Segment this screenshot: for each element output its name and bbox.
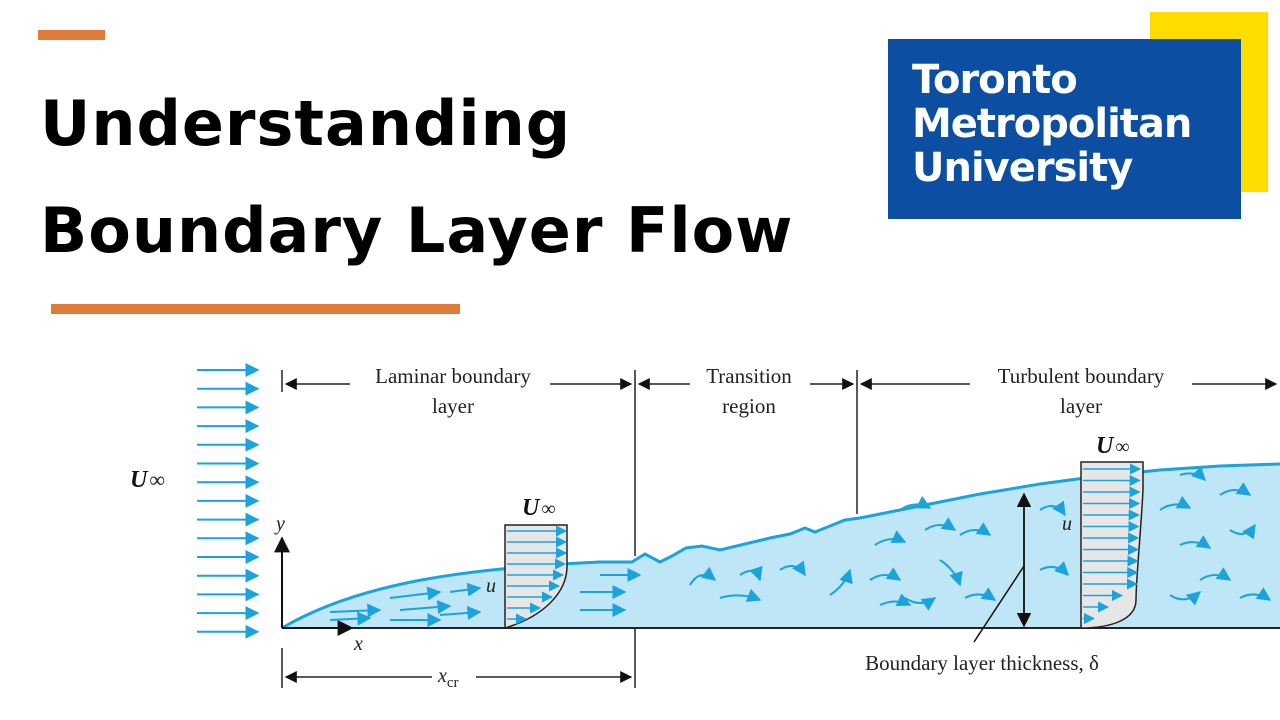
freestream-symbol: U∞ xyxy=(130,467,165,493)
turbulent-eddy-arrow xyxy=(869,567,902,581)
turbulent-eddy-arrow xyxy=(779,560,806,577)
turbulent-eddy-arrow xyxy=(1219,482,1252,496)
bottom-accent-bar xyxy=(51,304,460,314)
turbulent-profile-symbol: U∞ xyxy=(1096,433,1130,459)
x-axis-label: x xyxy=(353,633,363,655)
turbulent-label-2: layer xyxy=(1060,394,1102,418)
thickness-label: Boundary layer thickness, δ xyxy=(865,651,1099,675)
turbulent-eddy-arrow xyxy=(689,566,717,586)
transition-label-2: region xyxy=(722,394,776,418)
turbulent-profile-arrows xyxy=(1083,463,1142,625)
turbulent-eddy-arrow xyxy=(964,587,997,601)
turbulent-eddy-arrow xyxy=(1039,500,1066,517)
freestream-arrows xyxy=(197,363,260,639)
laminar-label-2: layer xyxy=(432,394,474,418)
xcr-label: xcr xyxy=(437,665,459,691)
laminar-profile-arrows xyxy=(507,525,568,625)
turbulent-eddy-arrow xyxy=(1199,567,1232,581)
boundary-layer-diagram: y x Laminar boundary layer Transition re… xyxy=(130,363,1280,691)
flow-arrow xyxy=(439,605,482,620)
laminar-profile-symbol: U∞ xyxy=(522,495,556,521)
turbulent-eddy-arrow xyxy=(1169,591,1202,606)
thickness-leader xyxy=(973,565,1025,643)
turbulent-eddy-arrow xyxy=(924,517,957,531)
flow-arrow xyxy=(329,603,382,618)
turbulent-eddy-arrow xyxy=(1229,523,1256,540)
flow-arrows xyxy=(329,466,1272,627)
logo-text: Toronto Metropolitan University xyxy=(912,57,1192,191)
logo-line-2: Metropolitan xyxy=(912,101,1192,147)
turbulent-eddy-arrow xyxy=(1179,466,1206,481)
turbulent-eddy-arrow xyxy=(719,588,762,602)
flow-arrow xyxy=(329,611,372,626)
turbulent-eddy-arrow xyxy=(959,522,992,536)
flow-arrow xyxy=(449,582,482,597)
title-line-1: Understanding xyxy=(40,87,572,160)
logo-line-3: University xyxy=(912,145,1133,191)
turbulent-eddy-arrow xyxy=(874,530,907,546)
y-axis-label: y xyxy=(274,513,285,535)
turbulent-eddy-arrow xyxy=(939,559,963,587)
turbulent-eddy-arrow xyxy=(1159,495,1192,511)
turbulent-velocity-profile xyxy=(1080,461,1144,629)
turbulent-eddy-arrow xyxy=(899,495,932,511)
laminar-label-1: Laminar boundary xyxy=(375,364,531,388)
turbulent-eddy-arrow xyxy=(739,565,763,582)
laminar-u-label: u xyxy=(486,575,496,597)
turbulent-eddy-arrow xyxy=(1239,587,1272,601)
turbulent-label-1: Turbulent boundary xyxy=(998,364,1165,388)
boundary-layer-edge xyxy=(281,462,1280,630)
university-logo xyxy=(888,39,1241,219)
turbulent-eddy-arrow xyxy=(1039,561,1069,576)
flow-arrow xyxy=(399,600,452,614)
top-accent-bar xyxy=(38,30,105,40)
transition-label-1: Transition xyxy=(706,364,792,388)
turbulent-u-label: u xyxy=(1062,513,1072,535)
title-line-2: Boundary Layer Flow xyxy=(40,194,794,267)
turbulent-eddy-arrow xyxy=(879,593,912,607)
logo-line-1: Toronto xyxy=(912,57,1078,103)
turbulent-eddy-arrow xyxy=(829,568,853,596)
flow-arrow xyxy=(389,586,442,601)
turbulent-eddy-arrow xyxy=(1179,535,1212,549)
